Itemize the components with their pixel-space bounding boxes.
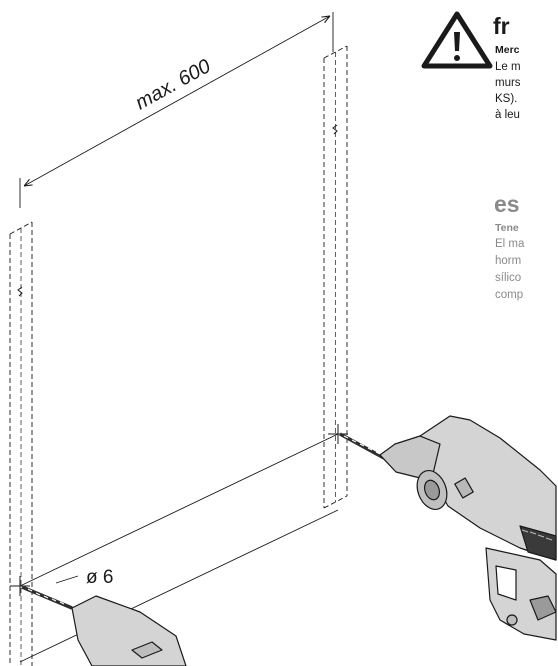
fr-text-line: murs xyxy=(495,77,521,89)
dimension-label: max. 600 xyxy=(132,55,215,114)
drill-bit-right xyxy=(339,432,385,460)
drill-bit-left xyxy=(21,575,79,610)
wall-outline xyxy=(19,433,339,663)
es-text-line: El ma xyxy=(495,238,525,250)
es-text-line: comp xyxy=(495,289,524,301)
es-language-code: es xyxy=(494,191,520,217)
dimension-lines xyxy=(19,12,334,208)
fr-text-line: à leu xyxy=(495,109,520,121)
fr-text-line: KS). xyxy=(495,93,518,105)
warning-icon xyxy=(421,11,493,69)
fr-heading: Merc xyxy=(495,44,520,56)
es-text-line: horm xyxy=(495,255,522,267)
es-heading: Tene xyxy=(495,222,519,234)
profile-break-mark-right xyxy=(332,124,338,135)
drill-bit-label: ø 6 xyxy=(86,567,113,588)
drill-point-marker-left xyxy=(10,576,30,596)
es-text-line: sílico xyxy=(495,272,522,284)
drill-point-marker-right xyxy=(328,424,348,444)
fr-text-line: Le m xyxy=(495,61,521,73)
drill-illustration-right xyxy=(379,415,557,641)
fr-language-code: fr xyxy=(493,13,510,39)
drill-illustration-left xyxy=(71,595,187,666)
profile-break-mark-left xyxy=(17,286,23,297)
